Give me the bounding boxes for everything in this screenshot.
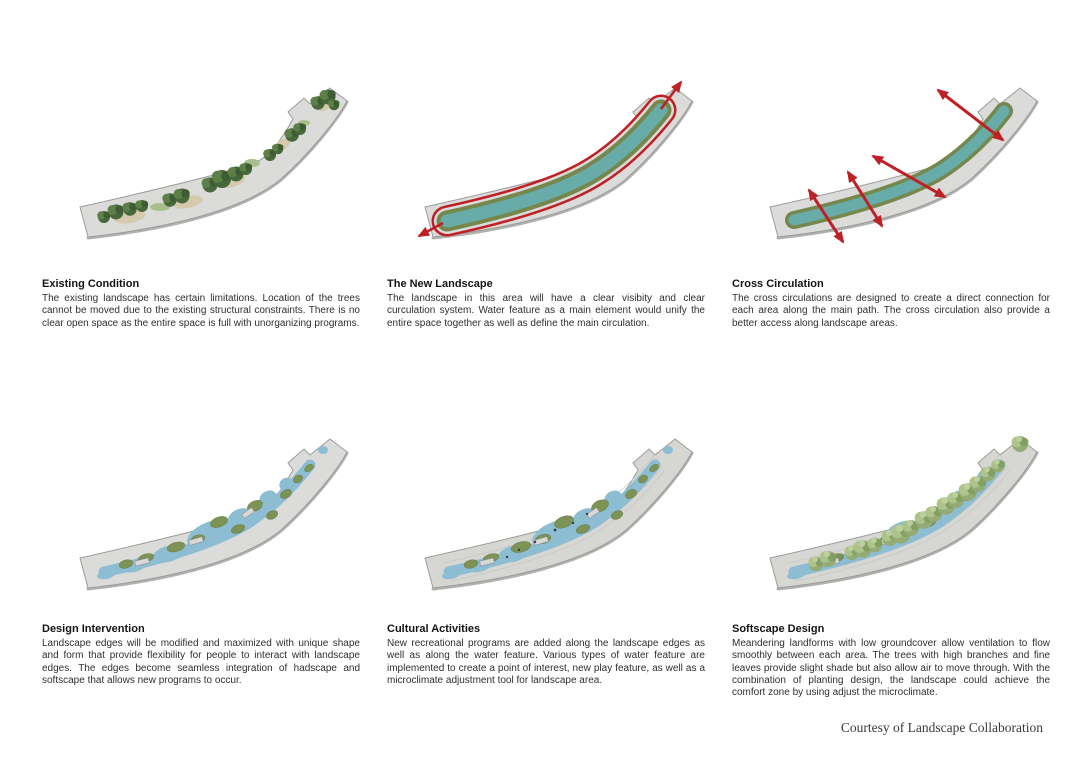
cross-circulation-illustration (769, 87, 1039, 244)
panel-title: Existing Condition (42, 278, 140, 290)
cultural-activities-diagram (387, 345, 705, 623)
new-landscape-diagram (387, 0, 705, 278)
panel-cultural-activities: Cultural Activities New recreational pro… (387, 345, 705, 699)
panel-title: Cultural Activities (387, 623, 481, 635)
panel-cross-circulation: Cross Circulation The cross circulations… (732, 0, 1050, 345)
panel-softscape-design: Softscape Design Meandering landforms wi… (732, 345, 1050, 699)
panel-title: Cross Circulation (732, 278, 824, 290)
panel-body: Meandering landforms with low groundcove… (732, 638, 1050, 699)
panel-design-intervention: Design Intervention Landscape edges will… (42, 345, 360, 699)
panel-grid: Existing Condition The existing landscap… (42, 0, 1050, 699)
existing-condition-illustration (79, 87, 349, 240)
panel-body: Landscape edges will be modified and max… (42, 638, 360, 686)
panel-body: New recreational programs are added alon… (387, 638, 705, 686)
panel-body: The cross circulations are designed to c… (732, 293, 1050, 329)
design-intervention-diagram (42, 345, 360, 623)
design-intervention-illustration (79, 438, 349, 591)
cultural-activities-illustration (424, 438, 694, 591)
panel-the-new-landscape: The New Landscape The landscape in this … (387, 0, 705, 345)
panel-body: The existing landscape has certain limit… (42, 293, 360, 329)
existing-condition-diagram (42, 0, 360, 278)
panel-title: The New Landscape (387, 278, 493, 290)
panel-title: Design Intervention (42, 623, 145, 635)
panel-title: Softscape Design (732, 623, 825, 635)
softscape-design-illustration (769, 436, 1039, 591)
new-landscape-illustration (417, 80, 694, 240)
cross-circulation-diagram (732, 0, 1050, 278)
panel-body: The landscape in this area will have a c… (387, 293, 705, 329)
softscape-design-diagram (732, 345, 1050, 623)
panel-existing-condition: Existing Condition The existing landscap… (42, 0, 360, 345)
credit-line: Courtesy of Landscape Collaboration (840, 720, 1043, 735)
